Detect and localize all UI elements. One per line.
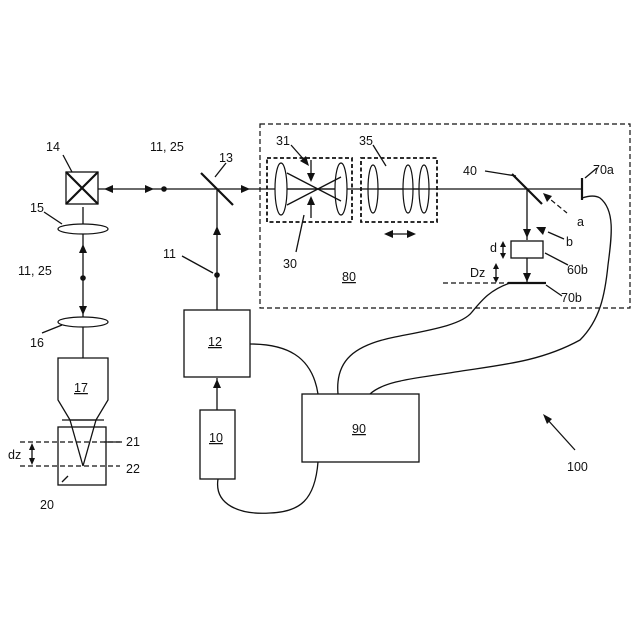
label-40: 40 [463,164,477,178]
label-a: a [577,215,584,229]
arrow-beam-to-scanner [104,185,113,193]
lens-31-right [335,163,347,215]
main-beam-path [83,189,582,410]
arrow-up-into-12 [213,379,221,388]
lens-15 [58,224,108,234]
lens-31-left [275,163,287,215]
label-14: 14 [46,140,60,154]
element-60b [511,241,543,258]
label-35: 35 [359,134,373,148]
arrow-up-to-mirror-13 [213,226,221,235]
arrow-down-to-70b [523,273,531,282]
label-16: 16 [30,336,44,350]
label-13: 13 [219,151,233,165]
label-11-25-left: 11, 25 [18,264,52,278]
label-20: 20 [40,498,54,512]
beam-dot-mid [214,272,220,278]
label-90: 90 [352,422,366,436]
label-12: 12 [208,335,222,349]
arrow-beam-into-80 [241,185,250,193]
label-11-25-top: 11, 25 [150,140,184,154]
label-dz: dz [8,448,21,462]
sample-20 [58,427,106,485]
label-Dz: Dz [470,266,485,280]
label-b: b [566,235,573,249]
arrow-down-left-path [79,306,87,315]
label-17: 17 [74,381,88,395]
label-11: 11 [163,247,176,261]
label-d: d [490,241,497,255]
label-60b: 60b [567,263,588,277]
arrow-beam-right [145,185,154,193]
label-70b: 70b [561,291,582,305]
label-100: 100 [567,460,588,474]
arrow-up-left-path [79,244,87,253]
scanner-14 [66,172,98,204]
label-22: 22 [126,462,140,476]
cables [218,196,612,513]
label-80: 80 [342,270,356,284]
beam-dot-left [80,275,86,281]
arrow-100 [547,419,575,450]
label-30: 30 [283,257,297,271]
arrow-b [548,232,564,239]
module-80-outline [260,124,630,308]
label-70a: 70a [593,163,614,177]
label-10: 10 [209,431,223,445]
label-15: 15 [30,201,44,215]
beam-dot-top [161,186,167,192]
label-31: 31 [276,134,290,148]
arrow-down-to-60b [523,229,531,238]
label-21: 21 [126,435,140,449]
lens-16 [58,317,108,327]
